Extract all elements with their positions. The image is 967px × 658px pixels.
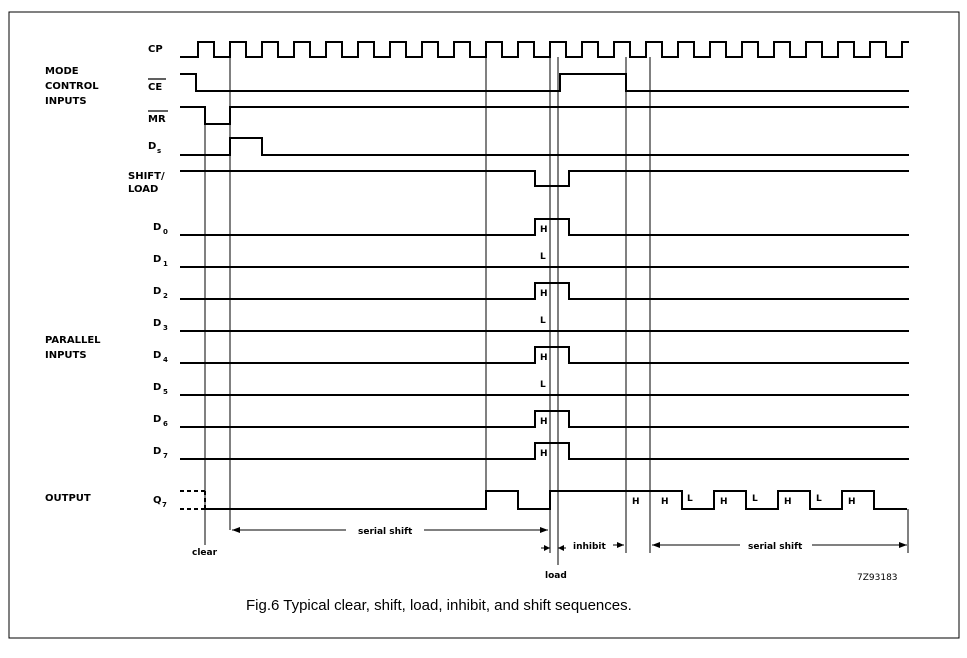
q7-level-label: H xyxy=(848,497,856,507)
mode-control-inputs-label: MODE CONTROL INPUTS xyxy=(45,66,99,107)
data-input-subscript: 5 xyxy=(163,388,168,396)
data-input-level: L xyxy=(540,316,546,326)
group-label-line: CONTROL xyxy=(45,81,99,92)
mr-label: MR xyxy=(148,114,166,125)
data-input-subscript: 7 xyxy=(163,452,168,460)
data-input-level: L xyxy=(540,380,546,390)
q7-level-label: L xyxy=(687,494,693,504)
data-input-subscript: 4 xyxy=(163,356,168,364)
data-input-label-d4: D xyxy=(153,350,161,361)
q7-label: Q xyxy=(153,495,162,506)
cp-label: CP xyxy=(148,44,163,55)
data-input-label-d3: D xyxy=(153,318,161,329)
q7-level-label: L xyxy=(752,494,758,504)
data-input-level: H xyxy=(540,289,548,299)
data-input-label-d5: D xyxy=(153,382,161,393)
figure-border xyxy=(8,11,960,639)
arrowhead xyxy=(540,527,548,533)
arrowhead xyxy=(899,542,907,548)
arrowhead xyxy=(652,542,660,548)
shift-load-waveform xyxy=(180,170,909,187)
serial-shift-label-2: serial shift xyxy=(748,542,803,552)
arrowhead xyxy=(558,545,564,551)
ce-label: CE xyxy=(148,82,162,93)
data-input-label-d6: D xyxy=(153,414,161,425)
ds-waveform xyxy=(180,137,909,156)
data-input-subscript: 0 xyxy=(163,228,168,236)
q7-level-label: L xyxy=(816,494,822,504)
q7-waveform-group xyxy=(180,490,907,510)
group-label-line: MODE xyxy=(45,66,79,77)
timing-annotations: serial shift clear load inhibit serial s… xyxy=(192,509,909,581)
mr-waveform xyxy=(180,106,909,125)
data-input-level: L xyxy=(540,252,546,262)
parallel-inputs-label: PARALLEL INPUTS xyxy=(45,335,101,361)
ds-label: D xyxy=(148,141,156,152)
timing-reference-lines xyxy=(204,57,651,565)
q7-undefined-state xyxy=(180,490,206,510)
data-input-label-d7: D xyxy=(153,446,161,457)
data-input-label-d1: D xyxy=(153,254,161,265)
inhibit-label: inhibit xyxy=(573,542,607,552)
q7-level-label: H xyxy=(661,497,669,507)
data-input-subscript: 3 xyxy=(163,324,168,332)
q7-level-label: H xyxy=(632,497,640,507)
data-input-label-d2: D xyxy=(153,286,161,297)
data-input-subscript: 2 xyxy=(163,292,168,300)
group-label-line: INPUTS xyxy=(45,96,87,107)
arrowhead xyxy=(617,542,624,548)
q7-level-label: H xyxy=(720,497,728,507)
load-label: load xyxy=(545,571,567,581)
q7-waveform xyxy=(205,490,907,510)
figure-caption: Fig.6 Typical clear, shift, load, inhibi… xyxy=(246,597,632,614)
data-input-level: H xyxy=(540,353,548,363)
arrowhead xyxy=(544,545,550,551)
group-label-line: INPUTS xyxy=(45,350,87,361)
shift-load-label-line2: LOAD xyxy=(128,184,158,195)
data-input-label-d0: D xyxy=(153,222,161,233)
ds-subscript: s xyxy=(157,147,161,155)
arrowhead xyxy=(232,527,240,533)
data-input-level: H xyxy=(540,449,548,459)
ce-waveform xyxy=(180,73,909,92)
serial-shift-label-1: serial shift xyxy=(358,527,413,537)
output-group-label: OUTPUT xyxy=(45,493,91,504)
cp-waveform xyxy=(180,41,909,58)
clear-label: clear xyxy=(192,548,218,558)
data-input-subscript: 1 xyxy=(163,260,168,268)
group-label-line: PARALLEL xyxy=(45,335,101,346)
figure-code: 7Z93183 xyxy=(857,573,898,583)
q7-subscript: 7 xyxy=(162,501,167,509)
data-input-subscript: 6 xyxy=(163,420,168,428)
data-input-level: H xyxy=(540,417,548,427)
q7-level-label: H xyxy=(784,497,792,507)
shift-load-label-line1: SHIFT/ xyxy=(128,171,165,182)
data-input-level: H xyxy=(540,225,548,235)
